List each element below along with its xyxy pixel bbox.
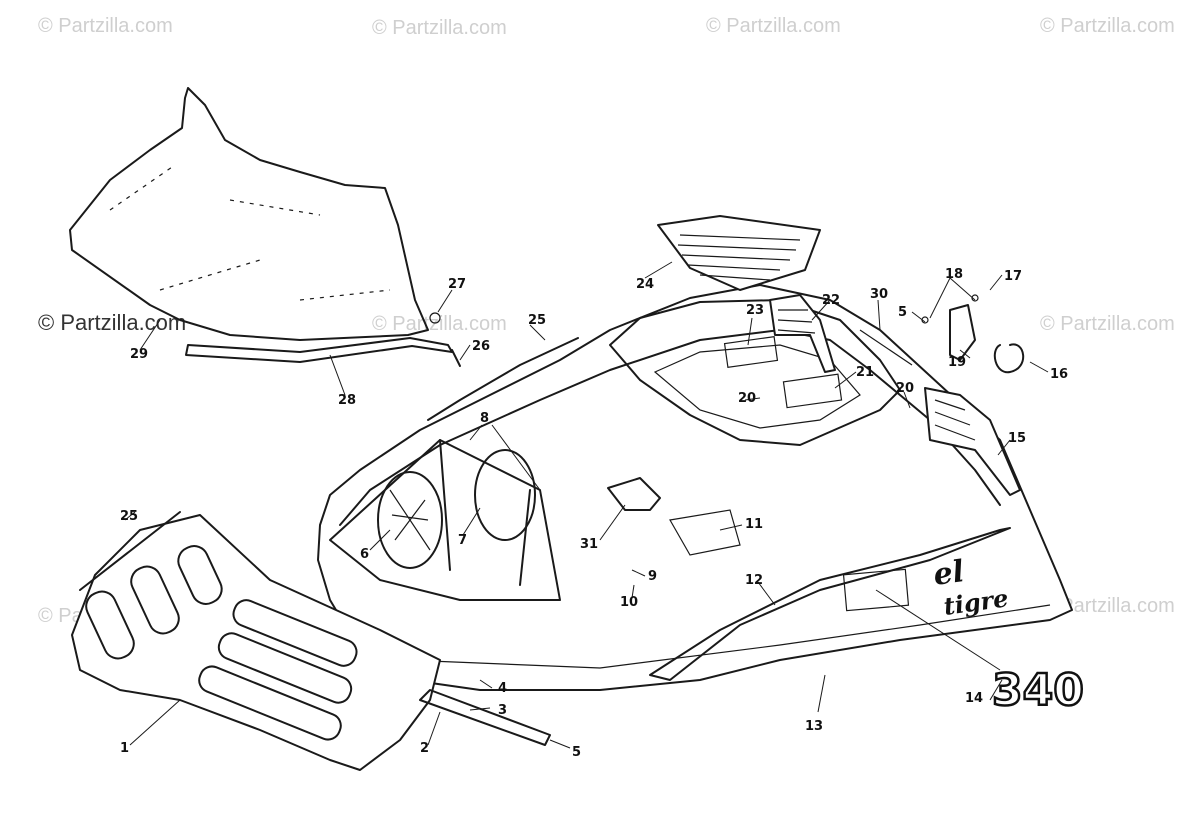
callout-20b: 20 [738,391,756,406]
watermark-top-1: © Partzilla.com [38,15,173,37]
callout-28: 28 [338,393,356,408]
watermark-top-2: © Partzilla.com [372,17,507,39]
callout-17: 17 [1004,269,1022,284]
callout-30: 30 [870,287,888,302]
callout-22: 22 [822,293,840,308]
hood-console [609,299,901,446]
watermark-dark: © Partzilla.com [38,310,186,335]
callout-13: 13 [805,719,823,734]
emblem [607,477,741,556]
hood [317,284,1073,691]
front-grille [71,514,441,771]
callout-6: 6 [360,547,369,562]
callout-24: 24 [636,277,654,292]
callout-20a: 20 [896,381,914,396]
callout-9: 9 [648,569,657,584]
callout-2: 2 [420,741,429,756]
callout-5b: 5 [898,305,907,320]
callout-1: 1 [120,741,129,756]
callout-21: 21 [856,365,874,380]
callout-7: 7 [458,533,467,548]
callouts: 1 2 3 4 5 5 6 7 8 9 10 11 12 13 14 15 16… [120,267,1068,760]
watermark-mid-1: © Partzilla.com [372,313,507,335]
callout-19: 19 [948,355,966,370]
hood-trim-strip [427,337,579,421]
callout-31: 31 [580,537,598,552]
callout-26: 26 [472,339,490,354]
callout-25a: 25 [528,313,546,328]
headlight-opening [329,439,561,601]
side-louvers [769,294,1021,496]
callout-25b: 25 [120,509,138,524]
callout-12: 12 [745,573,763,588]
callout-10: 10 [620,595,638,610]
watermark-low-4: © Partzilla.com [1040,595,1175,617]
watermark-top-3: © Partzilla.com [706,15,841,37]
callout-4: 4 [498,681,507,696]
windshield-trim [185,312,461,367]
callout-15: 15 [1008,431,1026,446]
side-stripe [649,527,1011,681]
callout-27: 27 [448,277,466,292]
bracket [419,689,551,746]
callout-3: 3 [498,703,507,718]
callout-23: 23 [746,303,764,318]
callout-8: 8 [480,411,489,426]
leader-lines [124,261,1049,749]
callout-16: 16 [1050,367,1068,382]
callout-29: 29 [130,347,148,362]
callout-14: 14 [965,691,983,706]
grille-trim-strip [79,511,181,591]
callout-11: 11 [745,517,763,532]
watermark-mid-3: © Partzilla.com [1040,313,1175,335]
callout-5a: 5 [572,745,581,760]
model-number-badge: 340 [992,665,1084,716]
hood-latch-parts [859,294,1025,374]
watermark-top-4: © Partzilla.com [1040,15,1175,37]
model-name-line1: el [931,554,966,593]
windshield [69,87,429,341]
callout-18: 18 [945,267,963,282]
top-vent [657,215,821,291]
name-plate [842,568,910,612]
